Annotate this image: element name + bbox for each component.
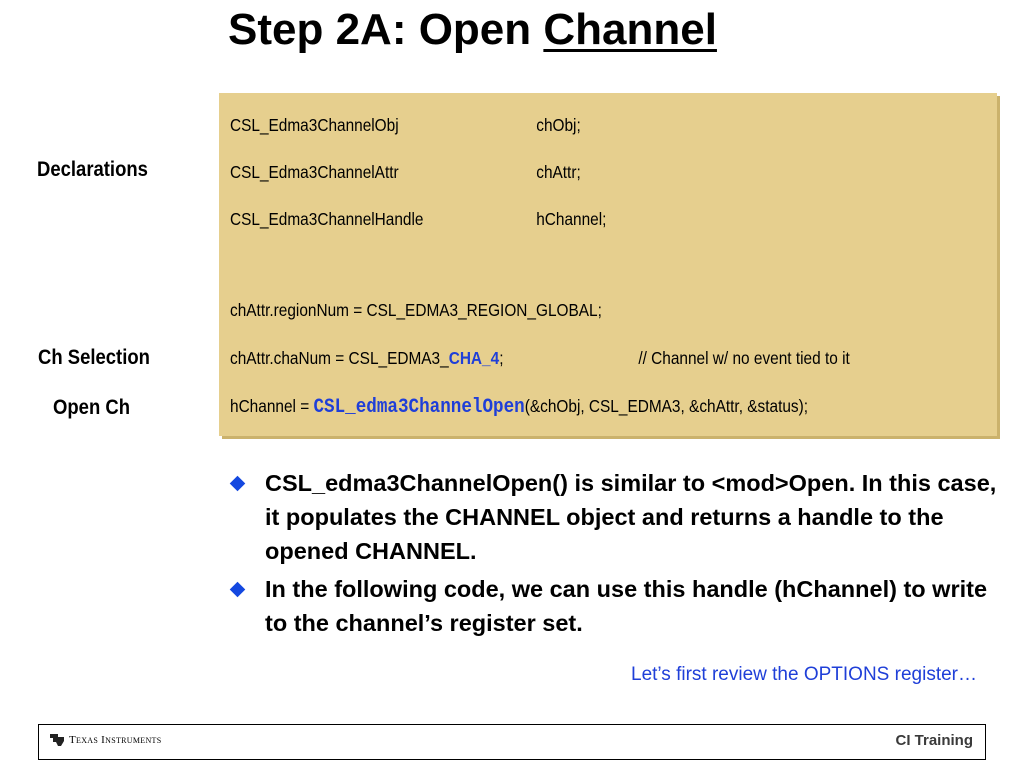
decl-name: hChannel; bbox=[536, 209, 607, 229]
label-ch-selection: Ch Selection bbox=[38, 346, 150, 369]
code-decl-row: CSL_Edma3ChannelHandle hChannel; bbox=[230, 209, 606, 230]
chanum-prefix: chAttr.chaNum = CSL_EDMA3_ bbox=[230, 348, 449, 368]
code-decl-row: CSL_Edma3ChannelAttr chAttr; bbox=[230, 162, 581, 183]
code-chanum-line: chAttr.chaNum = CSL_EDMA3_CHA_4; // Chan… bbox=[230, 348, 850, 369]
bullet-list: CSL_edma3ChannelOpen() is similar to <mo… bbox=[228, 466, 998, 644]
code-decl-row: CSL_Edma3ChannelObj chObj; bbox=[230, 115, 581, 136]
decl-type: CSL_Edma3ChannelObj bbox=[230, 115, 399, 135]
decl-name: chAttr; bbox=[536, 162, 581, 182]
chanum-highlight: CHA_4 bbox=[448, 348, 500, 368]
chanum-suffix: ; bbox=[499, 348, 504, 368]
title-underlined: Channel bbox=[543, 5, 717, 54]
chanum-comment: // Channel w/ no event tied to it bbox=[638, 348, 850, 368]
decl-type: CSL_Edma3ChannelHandle bbox=[230, 209, 424, 229]
ti-logo-text: Texas Instruments bbox=[69, 734, 162, 746]
label-open-ch: Open Ch bbox=[53, 396, 130, 419]
footer-ci-training: CI Training bbox=[895, 732, 973, 749]
title-prefix: Step 2A: Open bbox=[228, 5, 544, 54]
ti-state-icon bbox=[50, 734, 64, 746]
footer-bar: Texas Instruments CI Training bbox=[38, 724, 986, 760]
diamond-bullet-icon bbox=[229, 581, 246, 598]
decl-name: chObj; bbox=[536, 115, 581, 135]
open-prefix: hChannel = bbox=[230, 396, 314, 416]
ti-logo: Texas Instruments bbox=[49, 733, 161, 747]
open-func: CSL_edma3ChannelOpen bbox=[313, 396, 525, 419]
bullet-item: CSL_edma3ChannelOpen() is similar to <mo… bbox=[228, 466, 998, 568]
slide-title: Step 2A: Open Channel bbox=[228, 0, 717, 60]
code-region-line: chAttr.regionNum = CSL_EDMA3_REGION_GLOB… bbox=[230, 300, 602, 320]
bullet-item: In the following code, we can use this h… bbox=[228, 572, 998, 640]
bullet-text: In the following code, we can use this h… bbox=[265, 576, 988, 636]
bullet-text: CSL_edma3ChannelOpen() is similar to <mo… bbox=[265, 470, 997, 564]
open-args: (&chObj, CSL_EDMA3, &chAttr, &status); bbox=[524, 396, 809, 416]
label-declarations: Declarations bbox=[37, 158, 148, 181]
code-open-line: hChannel = CSL_edma3ChannelOpen(&chObj, … bbox=[230, 396, 808, 419]
next-note: Let’s first review the OPTIONS register… bbox=[631, 664, 977, 685]
decl-type: CSL_Edma3ChannelAttr bbox=[230, 162, 399, 182]
diamond-bullet-icon bbox=[229, 475, 246, 492]
code-box: CSL_Edma3ChannelObj chObj; CSL_Edma3Chan… bbox=[219, 93, 997, 436]
